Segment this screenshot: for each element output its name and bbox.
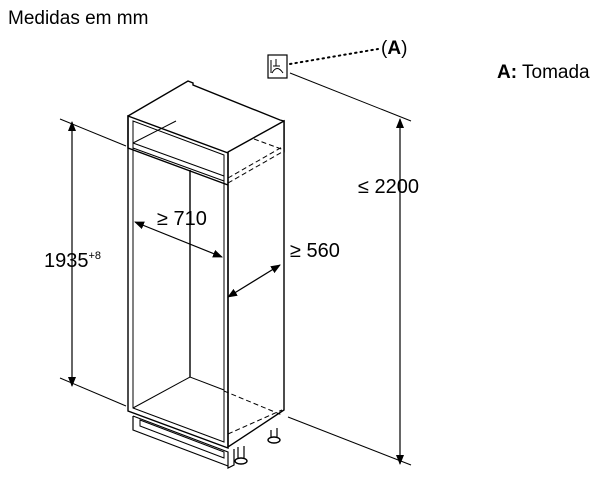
wall-line-top-right [289,72,412,122]
dim-label-width: ≥ 710 [157,208,207,230]
callout-label: (A) [381,38,407,60]
niche-height-value: 1935 [44,250,89,272]
dim-label-niche-height: 1935+8 [44,250,101,273]
legend: A: Tomada [497,62,590,84]
dim-arrow-560 [227,264,281,298]
callout-key: A [387,38,402,59]
page-title: Medidas em mm [8,8,149,29]
niche-height-tolerance: +8 [88,250,102,262]
cabinet [127,80,285,469]
callout-close: ) [401,38,408,59]
dim-label-depth: ≥ 560 [290,240,340,262]
legend-key: A: [497,62,518,83]
dim-arrow-710 [134,221,223,258]
callout-open: ( [381,38,388,59]
wall-line-bottom-right [287,416,412,466]
hidden-edges [223,138,285,435]
legend-text: Tomada [522,62,590,83]
wall-line-bottom-left [59,377,127,407]
callout-leader [289,48,379,65]
dim-label-socket-height: ≤ 2200 [358,176,420,198]
power-socket-icon [267,54,288,79]
wall-line-top-left [59,118,127,147]
